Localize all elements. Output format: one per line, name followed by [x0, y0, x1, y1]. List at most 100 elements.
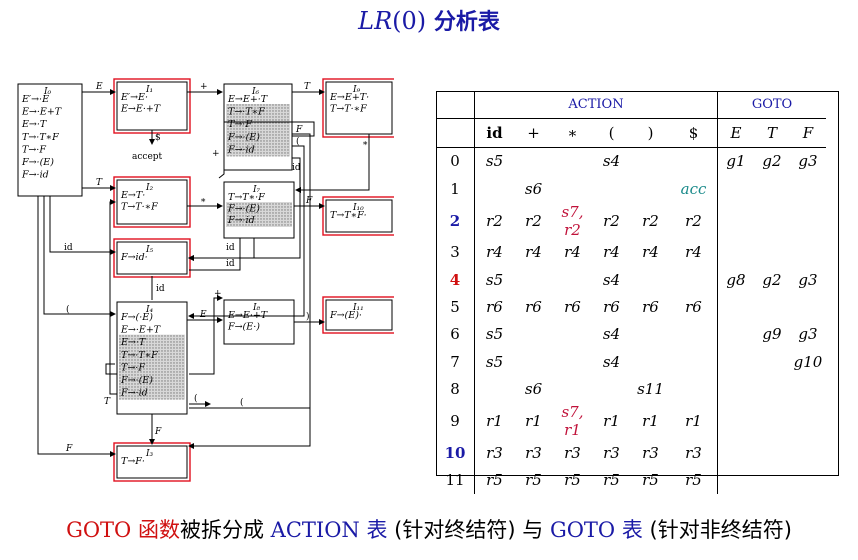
table-cell: s5 [485, 325, 504, 344]
table-cell: r2 [486, 211, 503, 230]
table-cell: g9 [762, 325, 782, 344]
edge-label: F [305, 196, 313, 206]
table-cell: r5 [670, 466, 718, 494]
lr-item: T→F· [121, 456, 145, 467]
lr-item: F→(E)· [329, 310, 362, 321]
caption-table1: 表 [366, 518, 388, 542]
lr-item: E→E+T· [329, 92, 369, 103]
lr-item: E→E+·T [227, 94, 268, 105]
table-cell [754, 239, 790, 266]
table-cell: r2 [525, 211, 542, 230]
table-cell [475, 376, 515, 403]
transition-edge [188, 145, 305, 319]
transition-edge [37, 196, 116, 457]
table-cell: r4 [486, 243, 503, 262]
lr-item: T→·T∗F [22, 132, 59, 143]
state-cell: 1 [436, 175, 475, 203]
table-cell [754, 293, 790, 320]
title-suffix: 分析表 [433, 10, 500, 35]
table-cell [718, 439, 755, 466]
edge-label: E [95, 82, 103, 92]
table-cell [718, 203, 755, 239]
table-cell [718, 403, 755, 439]
table-cell [718, 348, 755, 375]
table-cell [553, 376, 592, 403]
lr-item: T→·F [121, 362, 145, 373]
state-label-i10: I₁₀ [352, 203, 364, 213]
state-cell: 11 [436, 466, 475, 494]
table-cell: s7, r1 [561, 402, 584, 439]
table-cell: g2 [762, 270, 782, 289]
table-cell: r3 [564, 443, 581, 462]
table-cell [631, 266, 670, 293]
table-cell: s4 [602, 270, 621, 289]
table-cell: r6 [670, 293, 718, 321]
caption-and: 与 [522, 518, 544, 542]
transition-edge [188, 133, 311, 449]
lr-item: T→T·∗F [330, 104, 367, 115]
table-cell: s11 [637, 380, 664, 399]
accept-label: accept [132, 152, 163, 162]
table-cell: r5 [642, 470, 659, 489]
reduce-state-highlight [322, 78, 394, 138]
col-id: id [474, 118, 514, 148]
table-cell: g10 [793, 352, 823, 371]
caption-paren1: (针对终结符) [394, 518, 516, 542]
table-cell [754, 203, 790, 239]
state-label-i0: I₀ [43, 87, 52, 97]
title-lr: LR [358, 7, 393, 35]
edge-label: ) [306, 311, 310, 322]
edge-label: + [200, 82, 208, 92]
lr-item: F→·(E) [227, 132, 260, 143]
table-cell [592, 175, 631, 202]
col-dollar: $ [670, 118, 718, 148]
lr0-automaton-diagram: I₀E′→·EE→·E+TE→·TT→·T∗FT→·FF→·(E)F→·idI₁… [17, 78, 394, 482]
col-F: F [790, 118, 826, 148]
lr-item: F→(E·) [227, 322, 260, 333]
table-cell [790, 293, 826, 320]
col-star: ∗ [553, 118, 592, 148]
table-column-header: id + ∗ ( ) $ E T F [436, 118, 826, 148]
table-cell [718, 175, 755, 202]
table-cell [631, 321, 670, 348]
transition-edge [188, 238, 255, 261]
state-box-i9 [325, 81, 393, 135]
table-cell [670, 348, 718, 376]
caption-goto: GOTO [66, 518, 132, 542]
caption-goto2: GOTO [549, 518, 616, 542]
lr-item: E′→E· [120, 92, 148, 103]
reduce-state-highlight [322, 296, 394, 334]
state-label-i2: I₂ [145, 183, 154, 193]
table-cell [631, 147, 670, 175]
state-label-i1: I₁ [145, 85, 153, 95]
table-cell: g8 [726, 270, 746, 289]
table-cell: r1 [603, 411, 620, 430]
table-cell: r4 [525, 243, 542, 262]
lr-item: E→·E+T [21, 107, 62, 118]
table-cell [790, 466, 826, 493]
state-label-i4: I₄ [145, 305, 154, 315]
table-cell: r3 [642, 443, 659, 462]
table-cell [670, 375, 718, 403]
lr-item: E→·T [120, 337, 146, 348]
lr-item: F→·(E) [21, 157, 54, 168]
table-cell [631, 175, 670, 202]
caption: GOTO 函数被拆分成 ACTION 表 (针对终结符) 与 GOTO 表 (针… [0, 514, 858, 544]
lr-item: F→(·E) [120, 312, 153, 323]
state-cell: 8 [436, 375, 475, 403]
table-cell [754, 466, 790, 493]
table-cell [754, 175, 790, 202]
col-rparen: ) [631, 118, 670, 148]
lr-item: E′→·E [21, 94, 49, 105]
state-box-i2 [116, 179, 188, 225]
state-cell: 10 [436, 438, 475, 467]
state-label-i3: I₃ [145, 449, 154, 459]
table-cell: r2 [603, 211, 620, 230]
